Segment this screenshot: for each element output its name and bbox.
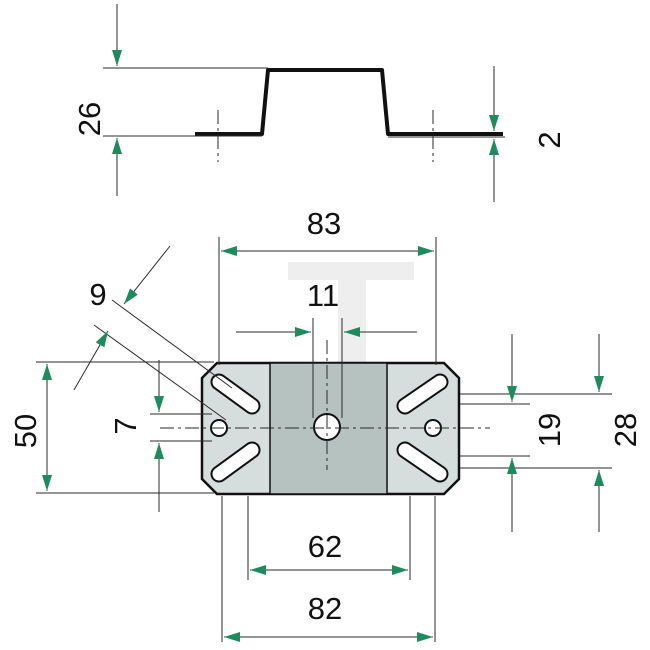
label-bottom-width: 82 bbox=[308, 591, 342, 626]
dimension-slot-spacing: 19 bbox=[507, 334, 567, 532]
profile-outline bbox=[195, 68, 503, 136]
dimension-channel-width: 62 bbox=[250, 529, 408, 575]
dimension-sheet-thickness: 2 bbox=[489, 66, 567, 202]
side-profile bbox=[103, 67, 505, 162]
label-sheet-thickness: 2 bbox=[532, 131, 567, 148]
label-center-hole: 11 bbox=[307, 278, 339, 313]
extension-lines bbox=[36, 237, 612, 642]
dimension-height-total: 50 bbox=[8, 364, 52, 491]
dimension-center-hole: 11 bbox=[236, 278, 417, 337]
dimension-bottom-width: 82 bbox=[224, 591, 433, 642]
dimension-side-height: 28 bbox=[594, 334, 643, 532]
dimension-small-hole: 7 bbox=[108, 360, 164, 512]
label-height-total: 50 bbox=[8, 414, 43, 448]
label-profile-height: 26 bbox=[72, 102, 107, 136]
slot-holes bbox=[210, 373, 449, 483]
label-side-height: 28 bbox=[608, 413, 643, 447]
label-small-hole: 7 bbox=[108, 417, 143, 434]
label-top-width: 83 bbox=[307, 206, 341, 241]
label-slot-spacing: 19 bbox=[532, 413, 567, 447]
label-slot-width: 9 bbox=[89, 277, 106, 312]
dimension-profile-height: 26 bbox=[72, 4, 122, 196]
label-channel-width: 62 bbox=[308, 529, 342, 564]
plate-top-view bbox=[160, 340, 490, 496]
dimension-slot-width: 9 bbox=[73, 245, 171, 391]
dimension-top-width: 83 bbox=[221, 206, 434, 256]
